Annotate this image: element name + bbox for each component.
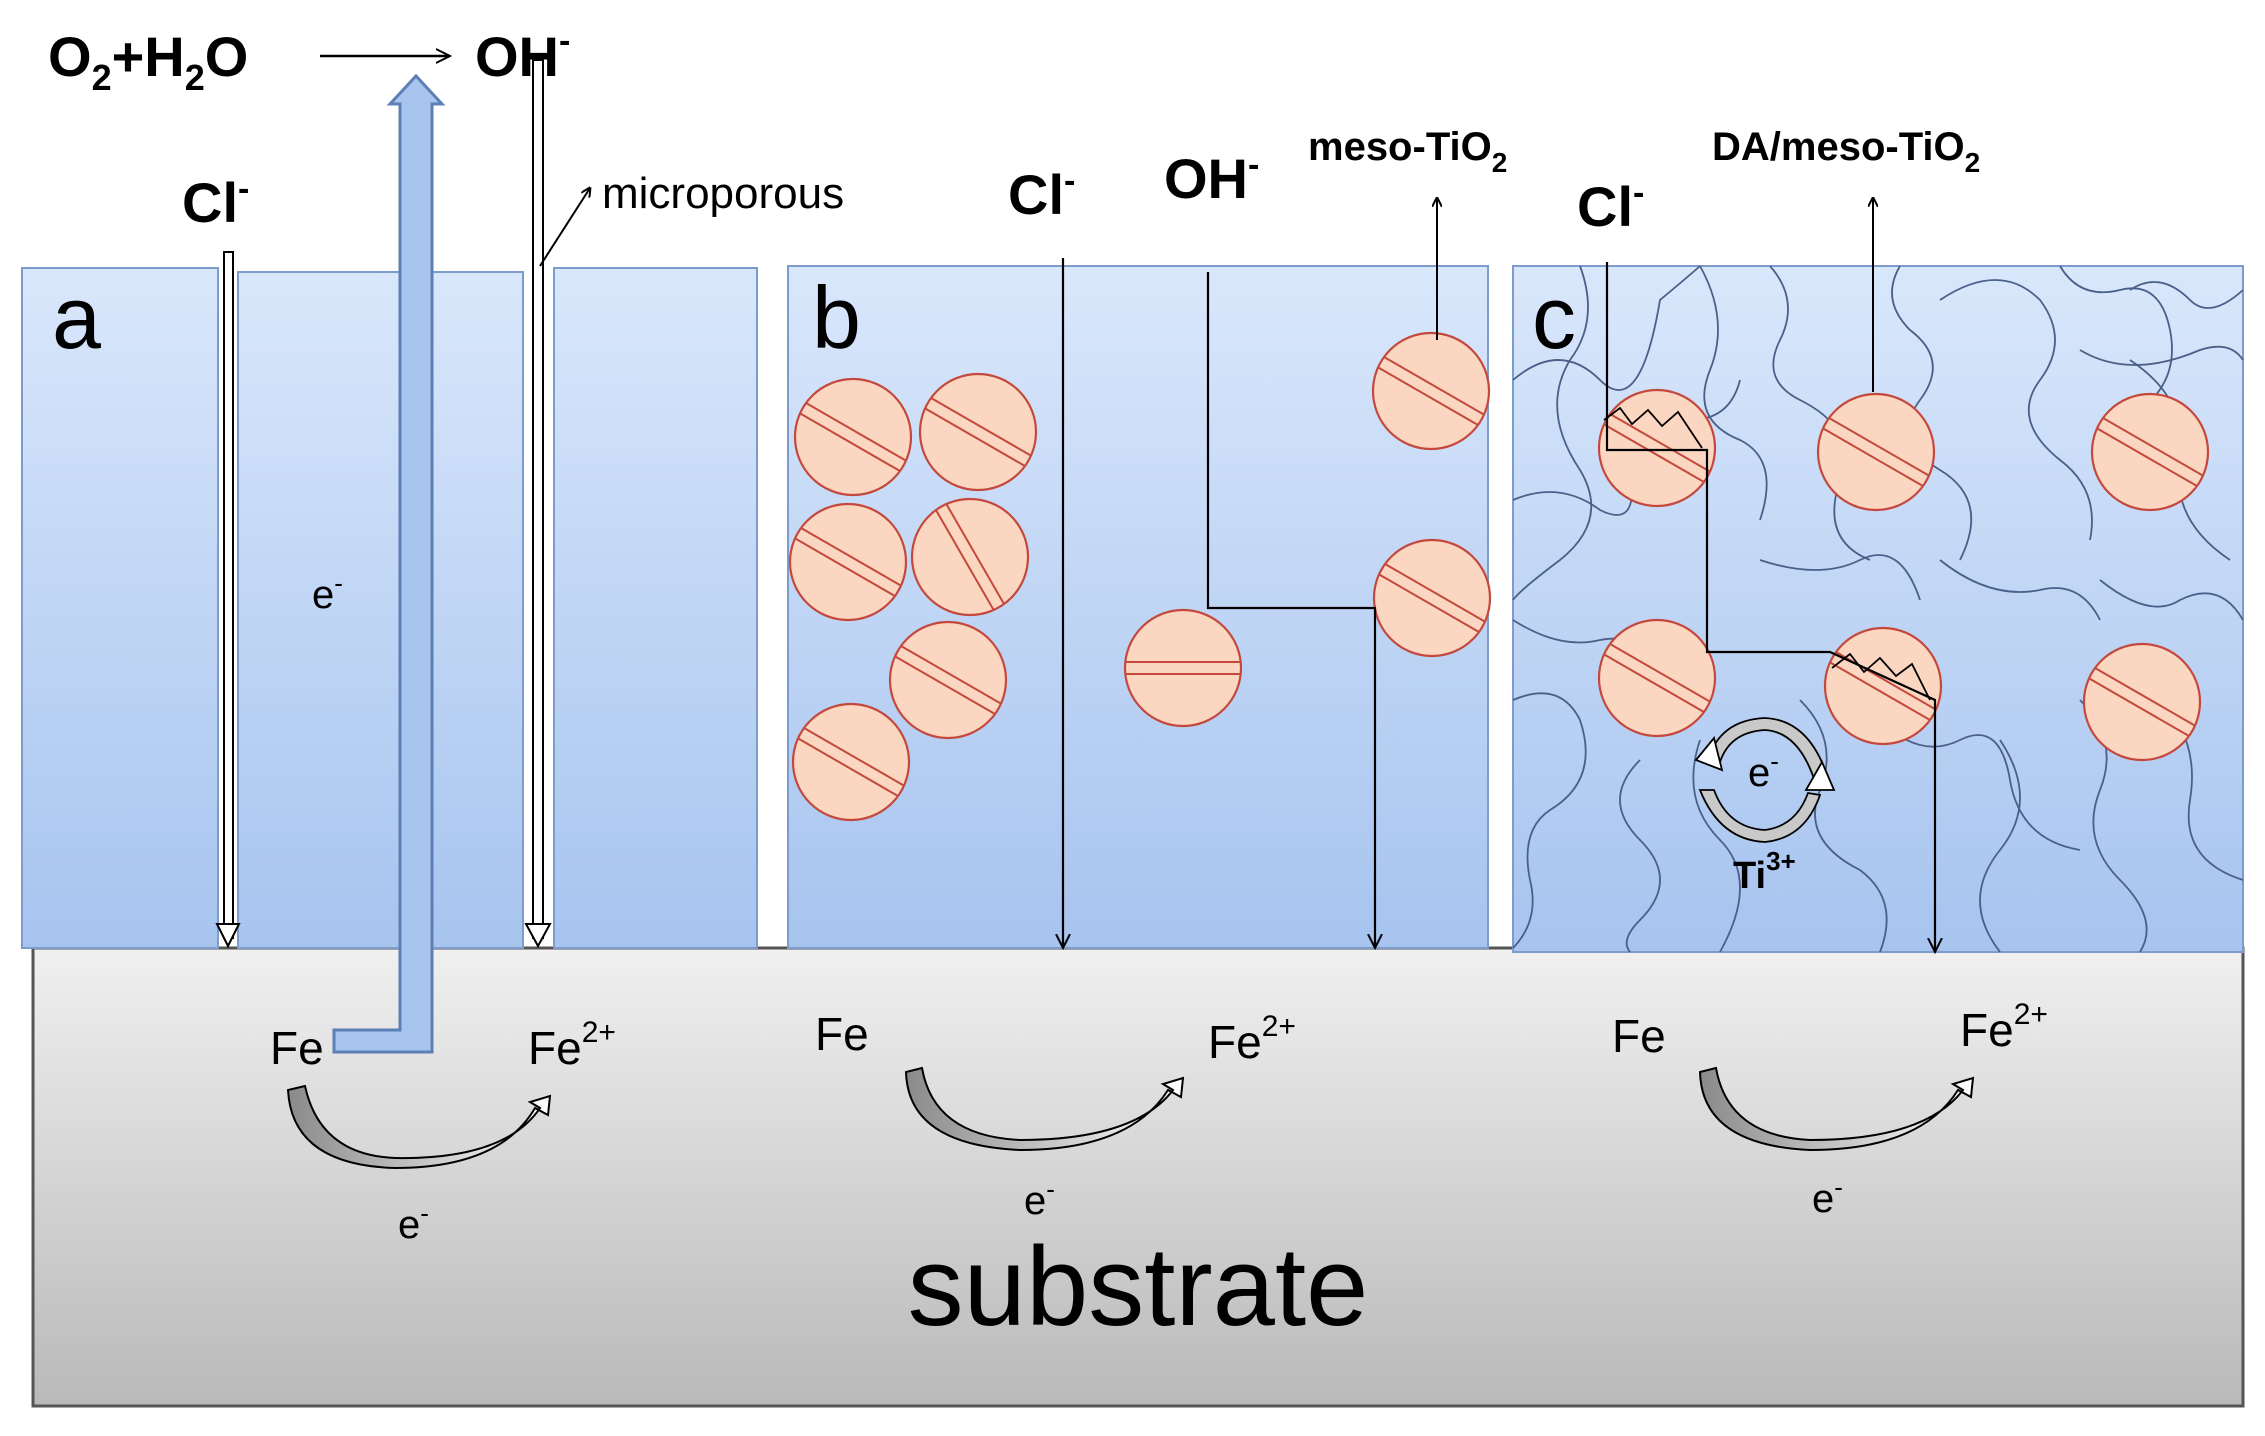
panel-a: a Cl- microporous e- O2+H2O OH- Fe Fe2+ (21, 22, 844, 1247)
reaction-product: OH- (475, 22, 570, 88)
coating-block-c (1512, 265, 2244, 953)
hydroxide-path-b (1206, 272, 1375, 948)
iron-label-a: Fe (270, 1022, 324, 1074)
chloride-label-b: Cl- (1008, 162, 1075, 226)
coating-column-3 (553, 267, 758, 949)
tio2-particle-b-2 (918, 372, 1038, 492)
coating-column-2 (237, 271, 524, 949)
electron-label-a: e- (312, 568, 343, 617)
tio2-particle-b-9 (1372, 538, 1492, 658)
oxidation-arrow-a (286, 1084, 552, 1170)
tio2-particle-b-8 (1371, 331, 1491, 451)
chloride-label-c: Cl- (1577, 174, 1644, 238)
meso-tio2-label: meso-TiO2 (1308, 125, 1507, 178)
da-tio2-particle-c-3 (2090, 392, 2210, 512)
da-meso-tio2-label: DA/meso-TiO2 (1712, 125, 1980, 178)
redox-cycle-arrows (1694, 717, 1836, 843)
da-tio2-particle-c-6 (2082, 642, 2202, 762)
substrate-label: substrate (908, 1224, 1369, 1349)
da-tio2-particle-c-1 (1597, 388, 1717, 508)
microporous-pointer (539, 188, 590, 267)
panel-c: c Cl- DA/meso-TiO2 e- Ti3+ Fe Fe2+ e- (1512, 125, 2244, 1221)
crack-line-1 (1603, 406, 1703, 449)
substrate-electron-c: e- (1812, 1172, 1843, 1221)
chloride-path-arrow (215, 251, 241, 949)
electron-transfer-arrow (332, 73, 446, 1054)
iron-label-c: Fe (1612, 1010, 1666, 1062)
tio2-particle-b-7 (1123, 608, 1243, 728)
chloride-path-c (1605, 262, 1935, 952)
titanium-ion-label: Ti3+ (1733, 846, 1796, 897)
tio2-particle-b-6 (791, 702, 911, 822)
oxidation-arrow-b (904, 1066, 1185, 1152)
particles-b (788, 331, 1492, 822)
panel-b: b Cl- OH- meso-TiO2 Fe Fe2+ e- (787, 125, 1507, 1223)
tio2-particle-b-3 (788, 502, 908, 622)
iron-ion-label-a: Fe2+ (528, 1016, 616, 1074)
hydroxide-path-arrow (524, 59, 552, 949)
panel-letter-a: a (52, 268, 101, 367)
iron-ion-label-c: Fe2+ (1960, 998, 2048, 1056)
substrate-electron-a: e- (398, 1198, 429, 1247)
substrate-electron-b: e- (1024, 1174, 1055, 1223)
crack-line-2 (1831, 652, 1931, 701)
iron-ion-label-b: Fe2+ (1208, 1010, 1296, 1068)
coating-column-1 (21, 267, 219, 949)
reaction-reactants: O2+H2O (48, 25, 248, 98)
hydroxide-label-b: OH- (1164, 146, 1259, 210)
panel-letter-c: c (1532, 268, 1576, 367)
da-tio2-particle-c-5 (1823, 626, 1943, 746)
chloride-label-a: Cl- (182, 170, 249, 234)
microporous-label: microporous (602, 169, 844, 218)
tio2-particle-b-5 (888, 620, 1008, 740)
tio2-particle-b-1 (793, 377, 913, 497)
da-tio2-particle-c-2 (1816, 392, 1936, 512)
oxidation-arrow-c (1698, 1066, 1975, 1152)
tio2-particle-b-4 (910, 497, 1030, 617)
da-tio2-particle-c-4 (1597, 618, 1717, 738)
electron-label-c: e- (1748, 746, 1779, 795)
panel-letter-b: b (812, 268, 861, 367)
iron-label-b: Fe (815, 1008, 869, 1060)
